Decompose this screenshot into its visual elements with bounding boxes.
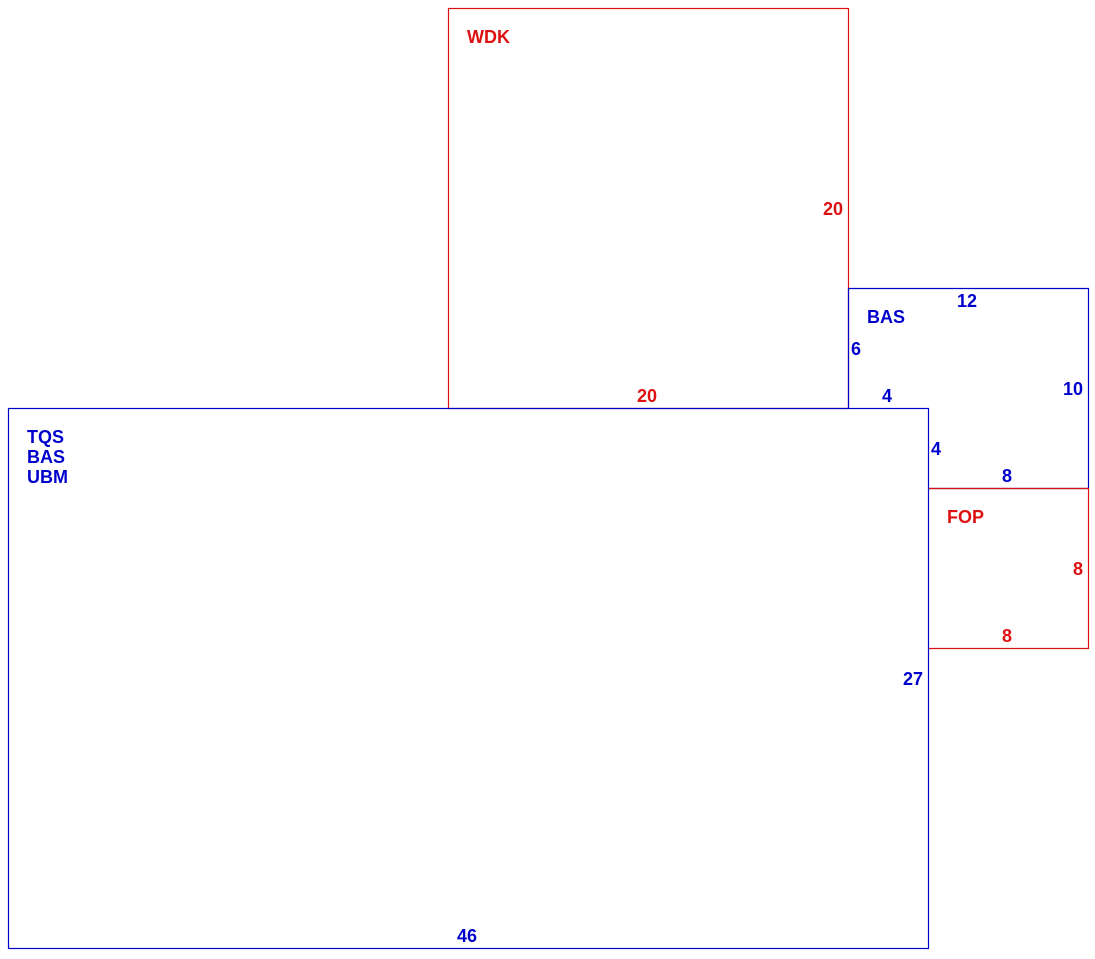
- room-bas-small-dim-top-left: 4: [882, 386, 892, 406]
- room-main-label-2: BAS: [27, 447, 65, 467]
- room-main-label-1: TQS: [27, 427, 64, 447]
- room-bas-small-dim-top: 12: [957, 291, 977, 311]
- room-main-outline: [7, 407, 930, 950]
- room-wdk-dim-right: 20: [823, 199, 843, 219]
- room-wdk-dim-bottom: 20: [637, 386, 657, 406]
- room-main-dim-bottom: 46: [457, 926, 477, 946]
- room-bas-small-label: BAS: [867, 307, 905, 327]
- room-bas-small-dim-right: 10: [1063, 379, 1083, 399]
- room-fop-dim-bottom: 8: [1002, 626, 1012, 646]
- room-wdk-label: WDK: [467, 27, 510, 47]
- room-bas-small-dim-left-lower: 4: [931, 439, 941, 459]
- room-bas-small-dim-bottom: 8: [1002, 466, 1012, 486]
- room-wdk: WDK 20 20: [447, 7, 850, 410]
- room-wdk-outline: [447, 7, 850, 410]
- room-main-dim-right: 27: [903, 669, 923, 689]
- room-main: TQS BAS UBM 27 46: [7, 407, 930, 950]
- room-fop-outline: [928, 487, 1090, 650]
- room-fop-dim-right: 8: [1073, 559, 1083, 579]
- room-bas-small-dim-left: 6: [851, 339, 861, 359]
- room-fop-label: FOP: [947, 507, 984, 527]
- room-main-label-3: UBM: [27, 467, 68, 487]
- room-fop: FOP 8 8: [928, 487, 1090, 650]
- room-bas-small: BAS 12 6 10 8 4 4: [847, 287, 1090, 490]
